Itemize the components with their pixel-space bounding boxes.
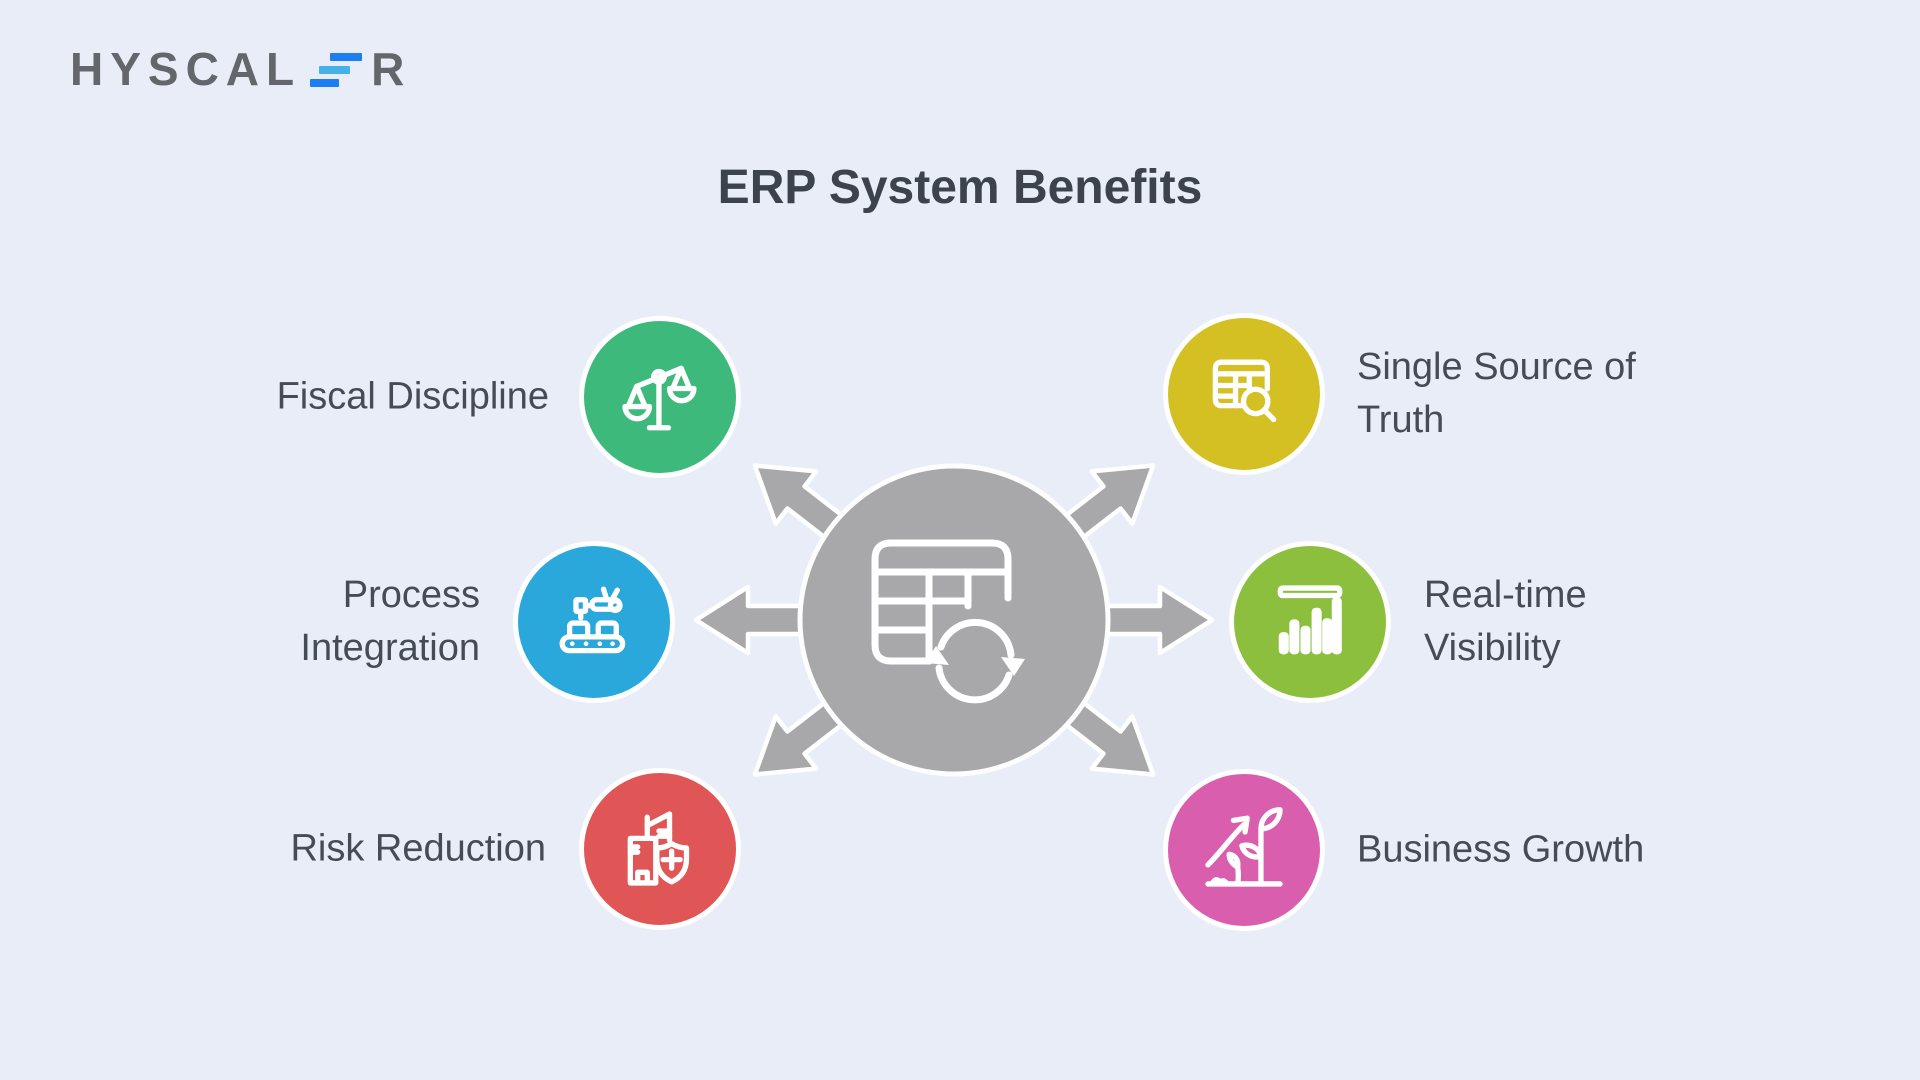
node-risk-reduction [579, 768, 741, 930]
balance-scale-icon [622, 365, 697, 431]
node-business-growth [1163, 769, 1325, 931]
label-process-integration: Process Integration [300, 573, 480, 669]
node-single-source-of-truth [1163, 313, 1325, 475]
node-process-integration [513, 541, 675, 703]
table-sync-icon [871, 539, 1025, 704]
node-fiscal-discipline [579, 316, 741, 478]
label-single-source-of-truth: Single Source of Truth [1357, 345, 1636, 441]
plant-growth-icon [1205, 807, 1283, 887]
logo-e-bars-icon [310, 52, 363, 87]
hyscaler-logo: HYSCAL R [70, 43, 412, 95]
label-risk-reduction: Risk Reduction [290, 827, 546, 870]
table-search-icon [1212, 359, 1277, 423]
erp-core-circle [797, 463, 1111, 777]
page-title: ERP System Benefits [717, 161, 1203, 214]
building-shield-icon [627, 811, 690, 886]
bar-chart-icon [1277, 585, 1343, 655]
conveyor-robot-icon [559, 586, 626, 654]
label-business-growth: Business Growth [1357, 828, 1645, 871]
label-real-time-visibility: Real-time Visibility [1424, 573, 1587, 669]
logo-text-right: R [371, 43, 412, 95]
node-real-time-visibility [1229, 541, 1391, 703]
logo-text-left: HYSCAL [70, 43, 302, 95]
label-fiscal-discipline: Fiscal Discipline [276, 375, 549, 418]
